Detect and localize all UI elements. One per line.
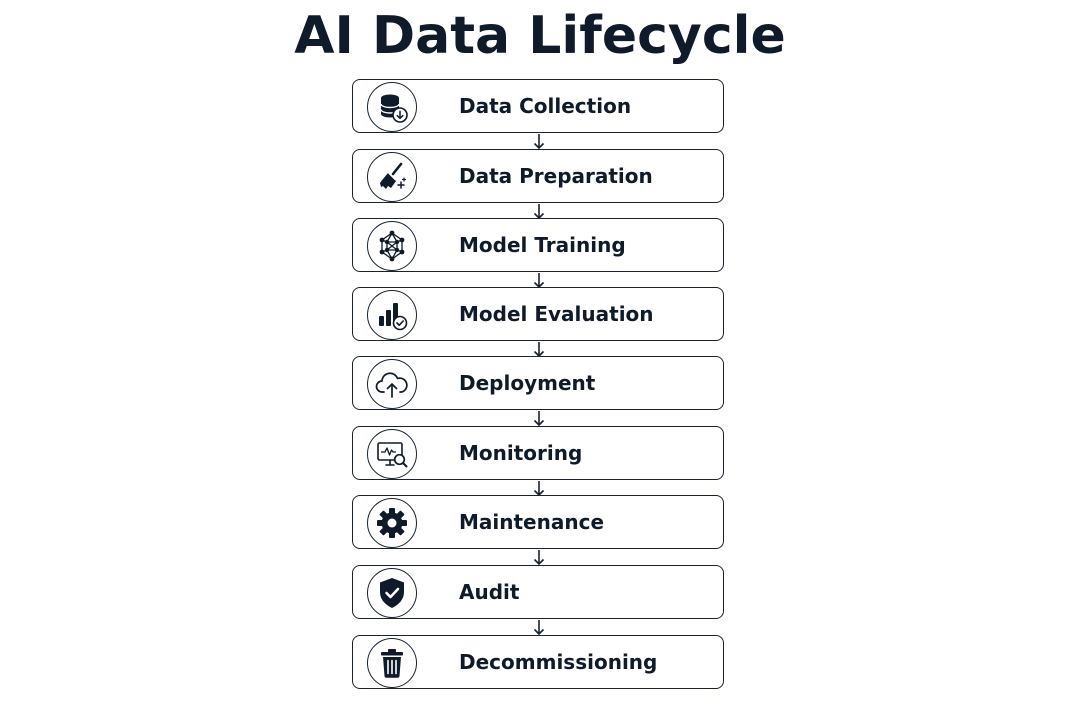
step-maintenance: Maintenance (352, 495, 724, 549)
arrow-down-icon (533, 620, 545, 635)
arrow-down-icon (533, 411, 545, 426)
step-deployment: Deployment (352, 356, 724, 410)
step-label: Model Training (459, 233, 626, 257)
arrow-down-icon (533, 134, 545, 149)
broom-icon (367, 152, 417, 202)
step-audit: Audit (352, 565, 724, 619)
step-label: Model Evaluation (459, 302, 654, 326)
step-label: Data Collection (459, 94, 632, 118)
gear-icon (367, 498, 417, 548)
step-data-preparation: Data Preparation (352, 149, 724, 203)
step-label: Data Preparation (459, 164, 653, 188)
step-label: Decommissioning (459, 650, 658, 674)
step-data-collection: Data Collection (352, 79, 724, 133)
neural-network-icon (367, 221, 417, 271)
shield-check-icon (367, 568, 417, 618)
step-label: Deployment (459, 371, 596, 395)
monitor-search-icon (367, 429, 417, 479)
arrow-down-icon (533, 550, 545, 565)
step-label: Maintenance (459, 510, 605, 534)
step-monitoring: Monitoring (352, 426, 724, 480)
trash-icon (367, 638, 417, 688)
step-decommissioning: Decommissioning (352, 635, 724, 689)
cloud-upload-icon (367, 359, 417, 409)
step-label: Audit (459, 580, 520, 604)
bar-chart-check-icon (367, 290, 417, 340)
step-label: Monitoring (459, 441, 583, 465)
database-download-icon (367, 82, 417, 132)
step-model-evaluation: Model Evaluation (352, 287, 724, 341)
step-model-training: Model Training (352, 218, 724, 272)
page-title: AI Data Lifecycle (294, 6, 786, 66)
